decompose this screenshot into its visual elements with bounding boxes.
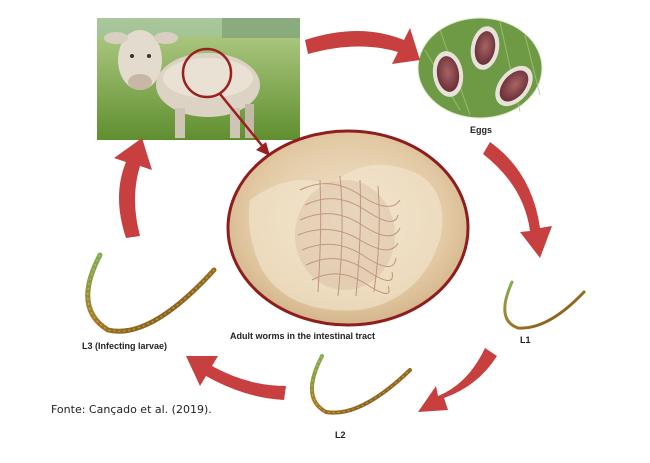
larva-l3-drawing (85, 252, 217, 334)
egg-1 (432, 51, 464, 97)
label-l2: L2 (335, 430, 346, 440)
arrow-l2-to-l3 (186, 356, 286, 400)
adult-worms-cluster (297, 175, 401, 297)
arrow-l1-to-l2 (418, 348, 497, 412)
label-adult-worms: Adult worms in the intestinal tract (230, 331, 375, 341)
cycle-arrows (114, 28, 552, 412)
eggs-photo (417, 17, 543, 119)
intestine-circle (226, 129, 470, 327)
label-l3: L3 (Infecting larvae) (82, 341, 167, 351)
label-l1: L1 (520, 335, 531, 345)
label-eggs: Eggs (470, 125, 492, 135)
source-caption: Fonte: Cançado et al. (2019). (51, 403, 212, 416)
arrow-eggs-to-l1 (483, 142, 552, 258)
arrow-cow-to-eggs (305, 28, 420, 64)
larva-l1-drawing (503, 280, 586, 330)
arrow-l3-to-cow (114, 138, 152, 238)
cow-photo (97, 18, 300, 140)
larva-l2-drawing (309, 354, 412, 415)
egg-3 (495, 65, 533, 107)
egg-2 (470, 26, 500, 70)
zoom-pointer-arrow (219, 93, 270, 156)
